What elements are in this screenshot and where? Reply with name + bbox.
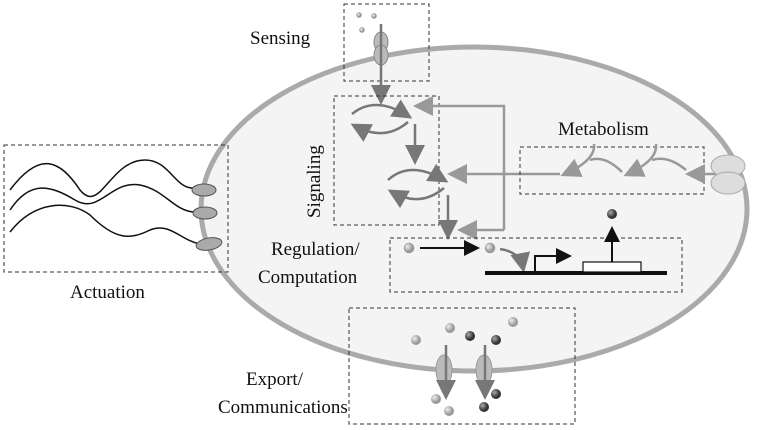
regulation-label-line2: Computation [258,267,358,288]
signaling-module [333,95,458,240]
sensing-label: Sensing [250,28,311,49]
signaling-label: Signaling [304,145,325,218]
sensing-module [343,3,430,105]
actuation-label: Actuation [70,282,145,303]
export-label-line2: Communications [218,397,348,418]
metabolism-label: Metabolism [558,119,649,140]
actuation-module [3,144,229,273]
regulation-label-line1: Regulation/ [271,239,360,260]
regulation-module [389,209,683,293]
export-module [348,307,576,425]
cell-membrane [198,44,750,374]
export-label-line1: Export/ [246,369,304,390]
metabolism-module [519,143,746,195]
